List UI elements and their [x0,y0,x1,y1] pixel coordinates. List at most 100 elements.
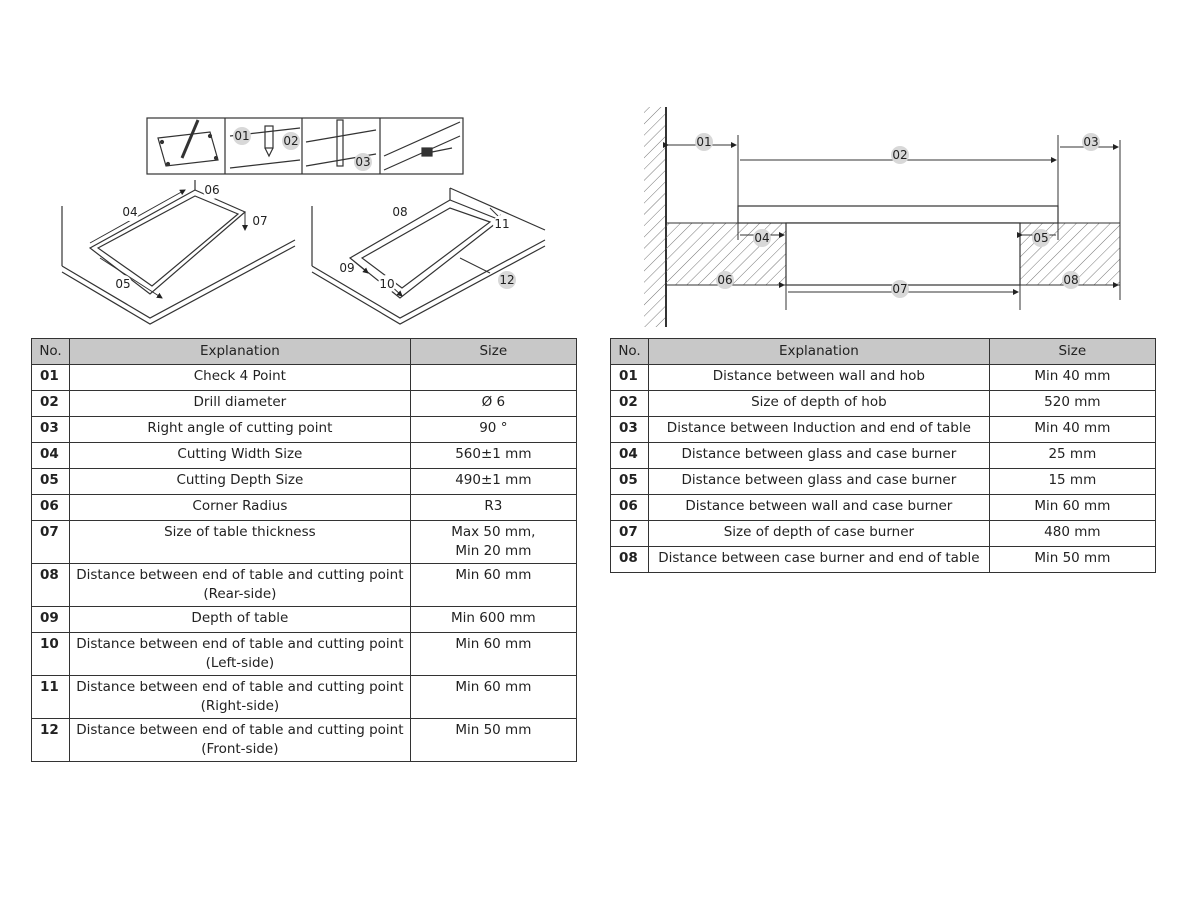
label-06: 06 [203,181,221,199]
row-number: 01 [30,364,71,391]
row-size: 520 mm [988,390,1157,417]
row-explanation: Cutting Width Size [69,442,411,469]
label-02: 02 [282,132,300,150]
row-number: 08 [30,563,71,607]
row-explanation: Distance between end of table and cuttin… [69,718,411,762]
svg-text:06: 06 [204,183,219,197]
row-size-line: Min 40 mm [1034,368,1111,384]
table-row: 07 Size of depth of case burner 480 mm [609,520,1157,547]
row-explanation: Size of depth of case burner [648,520,990,547]
row-size: 480 mm [988,520,1157,547]
row-explanation-line: (Front-side) [201,741,279,757]
row-explanation: Depth of table [69,606,411,633]
label-09: 09 [338,259,356,277]
section-label-07: 07 [891,280,909,298]
label-11: 11 [493,215,511,233]
row-number: 05 [30,468,71,495]
label-10: 10 [378,275,396,293]
row-size-line: 520 mm [1044,394,1101,410]
svg-text:07: 07 [252,214,267,228]
row-size-line: 25 mm [1048,446,1097,462]
row-explanation-line: Distance between wall and hob [712,368,925,384]
row-explanation-line: Size of depth of hob [751,394,887,410]
row-number: 07 [609,520,650,547]
row-number: 07 [30,520,71,564]
row-size-line: Min 60 mm [455,567,532,583]
row-size-line: R3 [484,498,503,514]
row-explanation-line: Distance between glass and case burner [681,472,957,488]
row-explanation: Distance between end of table and cuttin… [69,632,411,676]
row-explanation-line: Size of table thickness [164,524,316,540]
row-size-line: 90 ° [479,420,508,436]
row-size: Min 40 mm [988,416,1157,443]
row-explanation-line: Cutting Depth Size [176,472,304,488]
row-number: 09 [30,606,71,633]
row-explanation: Distance between end of table and cuttin… [69,563,411,607]
row-explanation-line: Distance between end of table and cuttin… [76,722,404,738]
cutout-diagram: 01 02 03 04 05 06 07 08 09 10 11 12 [50,108,570,333]
row-size: Max 50 mm, Min 20 mm [409,520,578,564]
svg-text:03: 03 [1083,135,1098,149]
row-explanation-line: Depth of table [191,610,289,626]
row-size: Min 60 mm [409,675,578,719]
svg-text:02: 02 [283,134,298,148]
row-explanation-line: (Left-side) [205,655,275,671]
section-label-08: 08 [1062,271,1080,289]
row-number: 05 [609,468,650,495]
svg-text:07: 07 [892,282,907,296]
row-size-line: 15 mm [1048,472,1097,488]
label-03: 03 [354,153,372,171]
section-label-01: 01 [695,133,713,151]
svg-text:05: 05 [1033,231,1048,245]
row-number: 06 [609,494,650,521]
row-number: 03 [609,416,650,443]
svg-text:06: 06 [717,273,732,287]
svg-text:04: 04 [122,205,137,219]
col-header-no: No. [609,338,650,365]
table-header-row: No. Explanation Size [609,338,1157,365]
row-explanation-line: Check 4 Point [193,368,286,384]
row-number: 04 [30,442,71,469]
row-size-line: Max 50 mm, [451,524,536,540]
svg-text:02: 02 [892,148,907,162]
tool-strip [146,117,464,175]
section-label-05: 05 [1032,229,1050,247]
svg-text:12: 12 [499,273,514,287]
row-explanation: Distance between wall and hob [648,364,990,391]
row-explanation: Size of table thickness [69,520,411,564]
row-size-line: Ø 6 [481,394,506,410]
extension-lines [737,135,1121,310]
row-size-line: Min 20 mm [455,543,532,559]
row-explanation: Drill diameter [69,390,411,417]
row-explanation-line: Size of depth of case burner [723,524,915,540]
row-explanation: Size of depth of hob [648,390,990,417]
row-explanation-line: Right angle of cutting point [147,420,333,436]
svg-text:11: 11 [494,217,509,231]
svg-text:08: 08 [1063,273,1078,287]
wall [644,107,667,327]
row-size [409,364,578,391]
row-number: 08 [609,546,650,573]
svg-text:08: 08 [392,205,407,219]
svg-text:09: 09 [339,261,354,275]
table-header-row: No. Explanation Size [30,338,578,365]
row-size: Min 40 mm [988,364,1157,391]
row-size: Min 60 mm [409,563,578,607]
row-explanation-line: Distance between end of table and cuttin… [76,636,404,652]
row-size-line: Min 60 mm [1034,498,1111,514]
row-size: R3 [409,494,578,521]
label-08: 08 [391,203,409,221]
label-04: 04 [121,203,139,221]
table-row: 05 Distance between glass and case burner… [609,468,1157,495]
